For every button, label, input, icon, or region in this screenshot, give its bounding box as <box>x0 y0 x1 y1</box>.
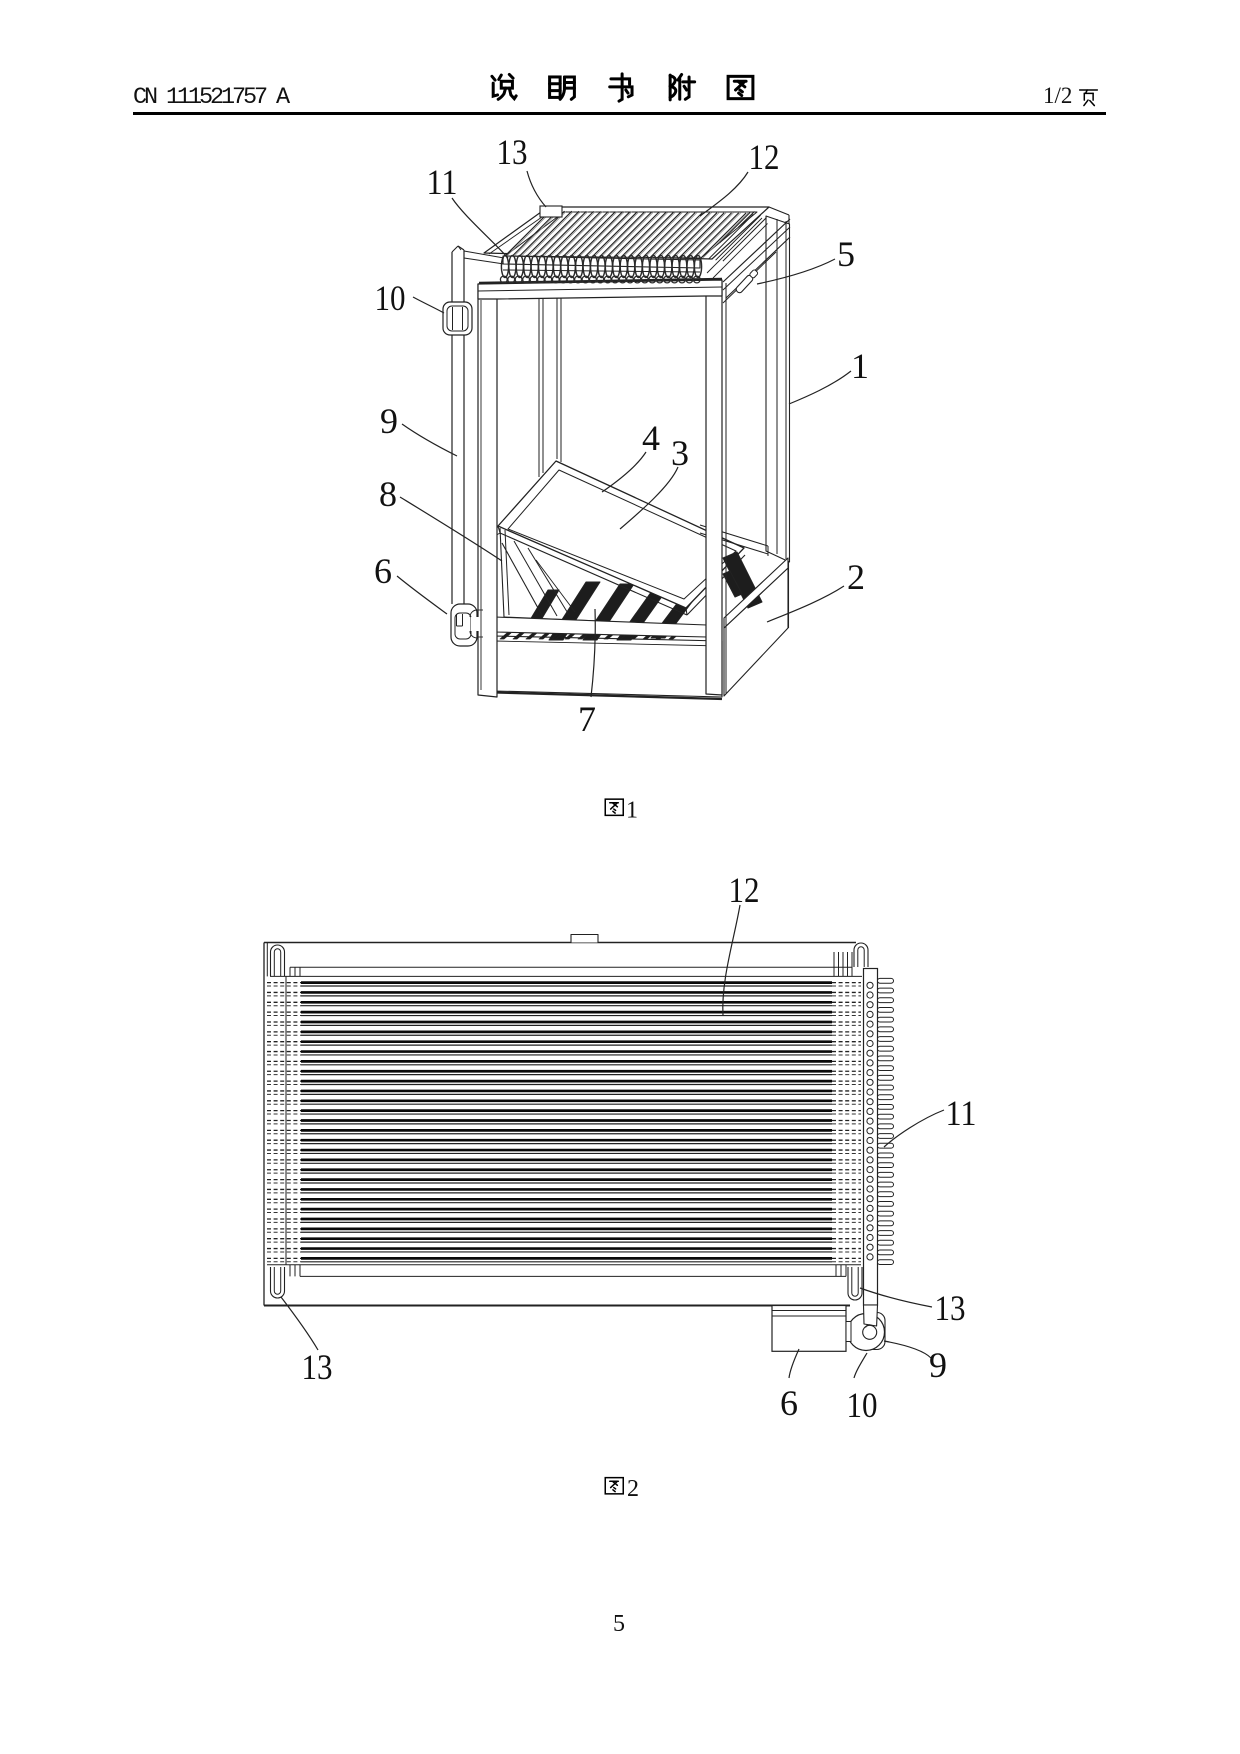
svg-text:13: 13 <box>497 132 528 172</box>
svg-text:13: 13 <box>302 1347 333 1387</box>
svg-text:12: 12 <box>749 137 780 177</box>
svg-text:1: 1 <box>851 346 869 386</box>
svg-text:5: 5 <box>837 234 855 274</box>
svg-text:13: 13 <box>935 1288 966 1328</box>
svg-text:9: 9 <box>380 401 398 441</box>
svg-text:1: 1 <box>626 798 638 824</box>
svg-text:2: 2 <box>847 557 865 597</box>
svg-text:8: 8 <box>379 474 397 514</box>
svg-text:7: 7 <box>578 699 596 739</box>
svg-text:6: 6 <box>780 1383 798 1423</box>
svg-text:12: 12 <box>729 870 760 910</box>
svg-text:11: 11 <box>946 1093 977 1133</box>
svg-text:2: 2 <box>627 1476 639 1502</box>
svg-text:10: 10 <box>375 278 406 318</box>
svg-text:10: 10 <box>847 1385 878 1425</box>
svg-text:9: 9 <box>929 1345 947 1385</box>
svg-text:4: 4 <box>642 418 660 458</box>
svg-text:6: 6 <box>374 551 392 591</box>
svg-text:3: 3 <box>671 433 689 473</box>
svg-text:11: 11 <box>427 162 458 202</box>
